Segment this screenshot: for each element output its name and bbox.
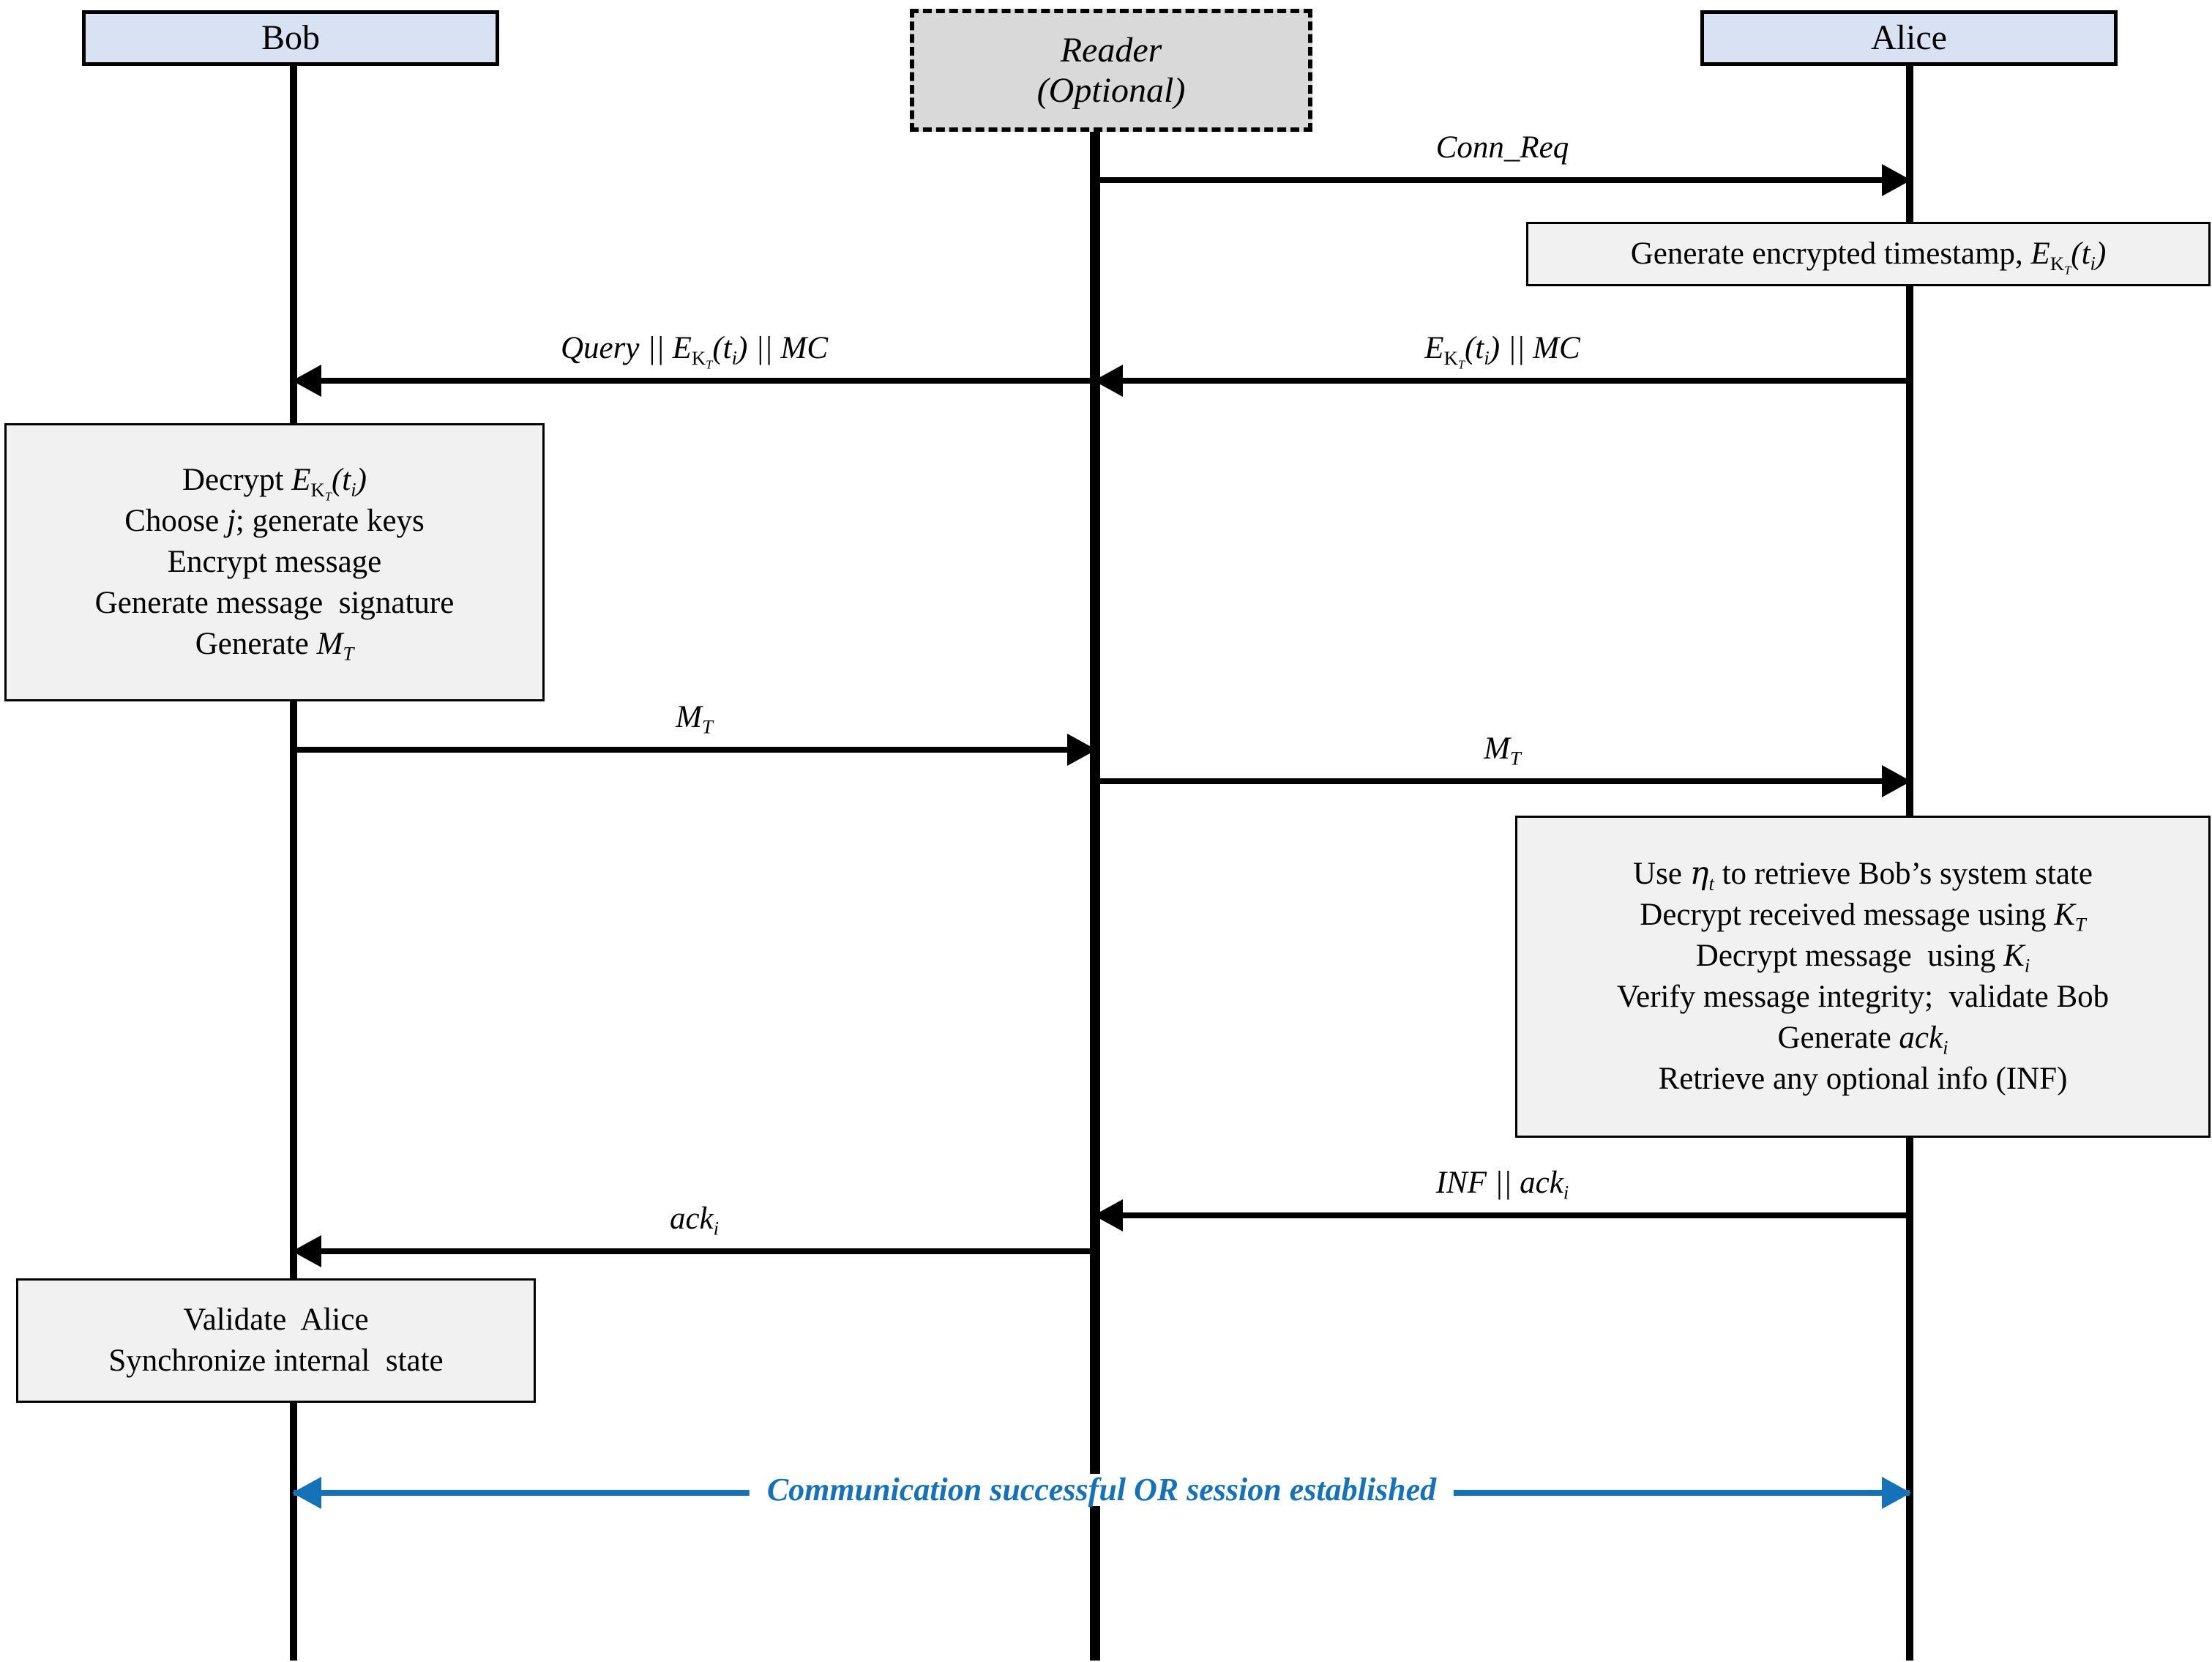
arrowhead-left-icon: [1094, 1199, 1123, 1231]
arrowhead-right-icon: [1882, 765, 1911, 797]
note-line: Verify message integrity; validate Bob: [1616, 980, 2110, 1014]
note-line: Validate Alice: [183, 1303, 369, 1338]
note-alice-timestamp: Generate encrypted timestamp, EKT(ti): [1526, 222, 2211, 286]
arrowhead-right-icon: [1882, 1477, 1911, 1509]
message-shaft: [294, 747, 1095, 753]
message-shaft: [1095, 378, 1910, 384]
note-line: Generate message signature: [94, 585, 455, 620]
message-label-conn-req: Conn_Req: [1435, 130, 1569, 165]
message-label-query: Query || EKT(ti) || MC: [560, 331, 829, 371]
message-shaft: [1095, 778, 1910, 784]
message-shaft: [294, 1248, 1095, 1254]
note-bob-finalize: Validate Alice Synchronize internal stat…: [16, 1278, 536, 1403]
lifeline-bob: [290, 64, 297, 1661]
arrowhead-right-icon: [1067, 734, 1096, 766]
message-label-ekt-mc: EKT(ti) || MC: [1424, 331, 1580, 371]
note-line: Generate encrypted timestamp, EKT(ti): [1630, 236, 2107, 277]
note-line: Encrypt message: [167, 545, 382, 580]
message-shaft: [294, 378, 1095, 384]
arrowhead-left-icon: [292, 365, 321, 397]
actor-box-reader[interactable]: Reader (Optional): [910, 9, 1312, 132]
note-line: Decrypt message using Ki: [1695, 939, 2030, 977]
arrowhead-right-icon: [1882, 164, 1911, 196]
actor-label-reader-optional: (Optional): [1036, 71, 1186, 110]
note-line: Use ηt to retrieve Bob’s system state: [1633, 855, 2093, 895]
lifeline-reader: [1090, 70, 1100, 1661]
message-label-ack: acki: [669, 1201, 720, 1240]
note-bob-prepare: Decrypt EKT(ti) Choose j; generate keys …: [4, 423, 545, 701]
note-line: Generate acki: [1777, 1020, 1948, 1059]
arrowhead-left-icon: [1094, 365, 1123, 397]
message-label-inf-ack: INF || acki: [1435, 1166, 1569, 1204]
actor-label-bob: Bob: [261, 18, 320, 58]
note-alice-verify: Use ηt to retrieve Bob’s system state De…: [1515, 816, 2211, 1138]
note-line: Choose j; generate keys: [124, 504, 425, 539]
note-line: Decrypt received message using KT: [1640, 898, 2086, 936]
actor-box-alice[interactable]: Alice: [1700, 10, 2118, 66]
note-line: Decrypt EKT(ti): [182, 463, 367, 504]
message-shaft: [1095, 177, 1910, 183]
actor-box-bob[interactable]: Bob: [82, 10, 499, 66]
note-line: Synchronize internal state: [108, 1344, 444, 1378]
note-line: Retrieve any optional info (INF): [1658, 1061, 2068, 1096]
message-label-summary: Communication successful OR session esta…: [749, 1474, 1454, 1506]
arrowhead-left-icon: [292, 1235, 321, 1267]
note-line: Generate MT: [195, 626, 354, 665]
arrowhead-left-icon: [292, 1477, 321, 1509]
message-label-mt: MT: [1484, 731, 1521, 769]
actor-label-reader: Reader: [1060, 30, 1162, 70]
actor-label-alice: Alice: [1871, 18, 1947, 58]
message-shaft: [1095, 1212, 1910, 1218]
message-label-mt: MT: [676, 700, 713, 738]
